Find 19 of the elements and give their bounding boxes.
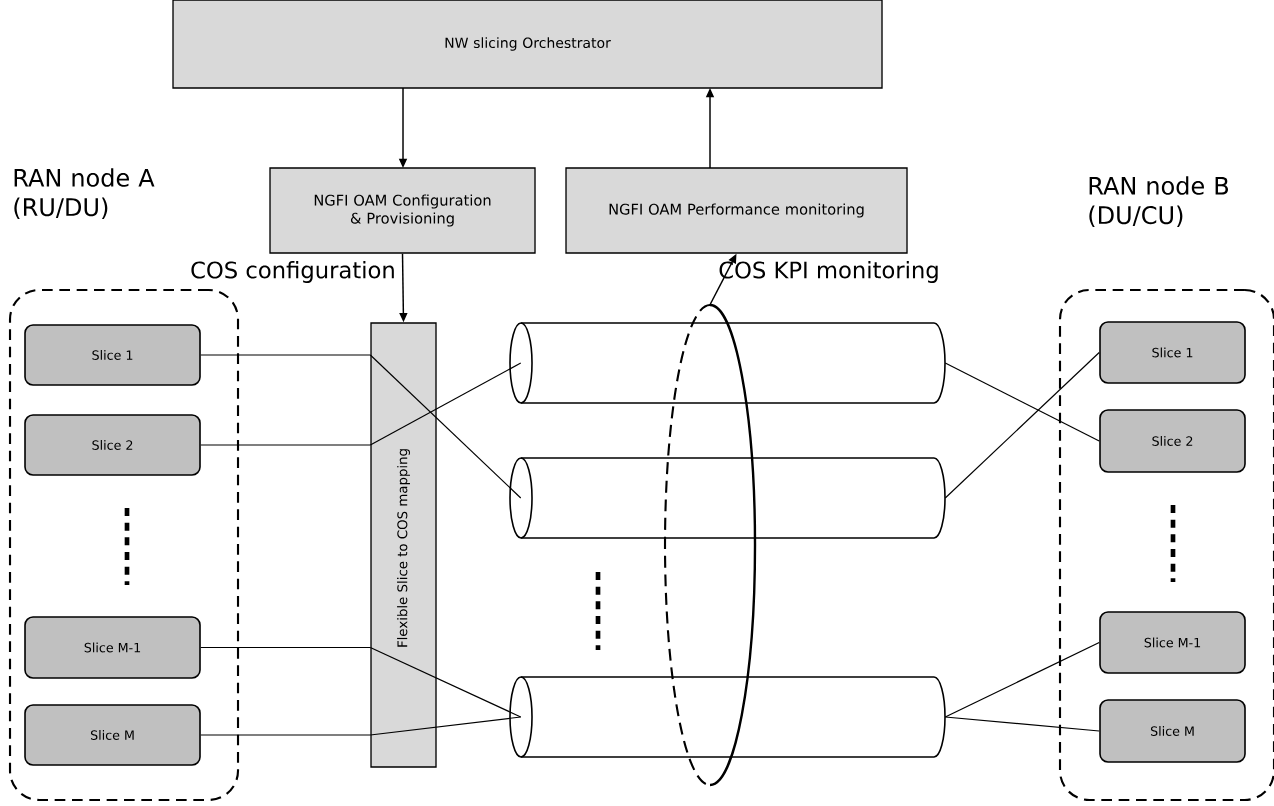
slice-box: Slice M bbox=[24, 704, 201, 766]
annotation-text: COS configuration bbox=[191, 261, 394, 283]
slice-box: Slice 2 bbox=[24, 414, 201, 476]
group-heading: RAN node A (RU/DU) bbox=[14, 168, 155, 219]
slice-box: Slice 1 bbox=[24, 324, 201, 386]
group-heading: RAN node B (DU/CU) bbox=[1089, 176, 1228, 227]
process-box: NGFI OAM Performance monitoring bbox=[565, 167, 908, 254]
mapping-box: Flexible Slice to COS mapping bbox=[370, 322, 437, 768]
process-box: NW slicing Orchestrator bbox=[172, 0, 883, 89]
tunnel-cylinder bbox=[509, 457, 946, 539]
slice-box: Slice M-1 bbox=[1099, 611, 1246, 674]
slice-box: Slice 2 bbox=[1099, 409, 1246, 473]
tunnel-cylinder bbox=[509, 676, 946, 758]
slice-box: Slice 1 bbox=[1099, 321, 1246, 384]
tunnel-cylinder bbox=[509, 322, 946, 404]
slice-box: Slice M bbox=[1099, 699, 1246, 763]
slice-box: Slice M-1 bbox=[24, 616, 201, 679]
monitoring-ellipse bbox=[663, 303, 757, 787]
process-box: NGFI OAM Configuration & Provisioning bbox=[269, 167, 536, 254]
